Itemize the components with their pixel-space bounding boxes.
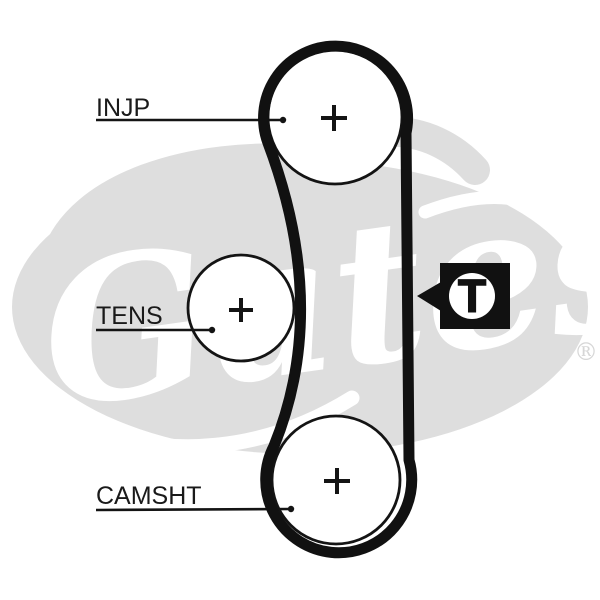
- leader-line-camsht: [95, 507, 292, 512]
- registered-trademark-icon: ®: [574, 338, 598, 366]
- watermark-white-swoosh-top: [418, 191, 585, 249]
- label-injp: INJP: [96, 94, 150, 122]
- cross-tens: [229, 298, 253, 322]
- label-camsht: CAMSHT: [96, 482, 202, 510]
- timing-marker-arrow-icon: [417, 282, 441, 311]
- timing-marker-t: T: [417, 263, 510, 329]
- callout-leaders: [95, 116, 295, 513]
- cross-camsht: [324, 468, 350, 494]
- watermark-flourish-top-left: [41, 143, 327, 275]
- label-tens: TENS: [96, 302, 163, 330]
- leader-dot-injp: [279, 116, 287, 124]
- timing-marker-circle: [449, 273, 495, 319]
- leader-dot-camsht: [287, 505, 295, 513]
- leader-dot-tens: [208, 326, 216, 334]
- gates-watermark: Gates ®: [12, 116, 600, 455]
- pulley-center-crosses: [229, 105, 350, 494]
- timing-belt-path: [258, 40, 418, 559]
- cross-injp: [321, 105, 347, 131]
- pulley-labels: INJP TENS CAMSHT: [96, 94, 202, 510]
- timing-marker-letter: T: [458, 270, 486, 322]
- watermark-white-swoosh-bottom: [64, 390, 360, 455]
